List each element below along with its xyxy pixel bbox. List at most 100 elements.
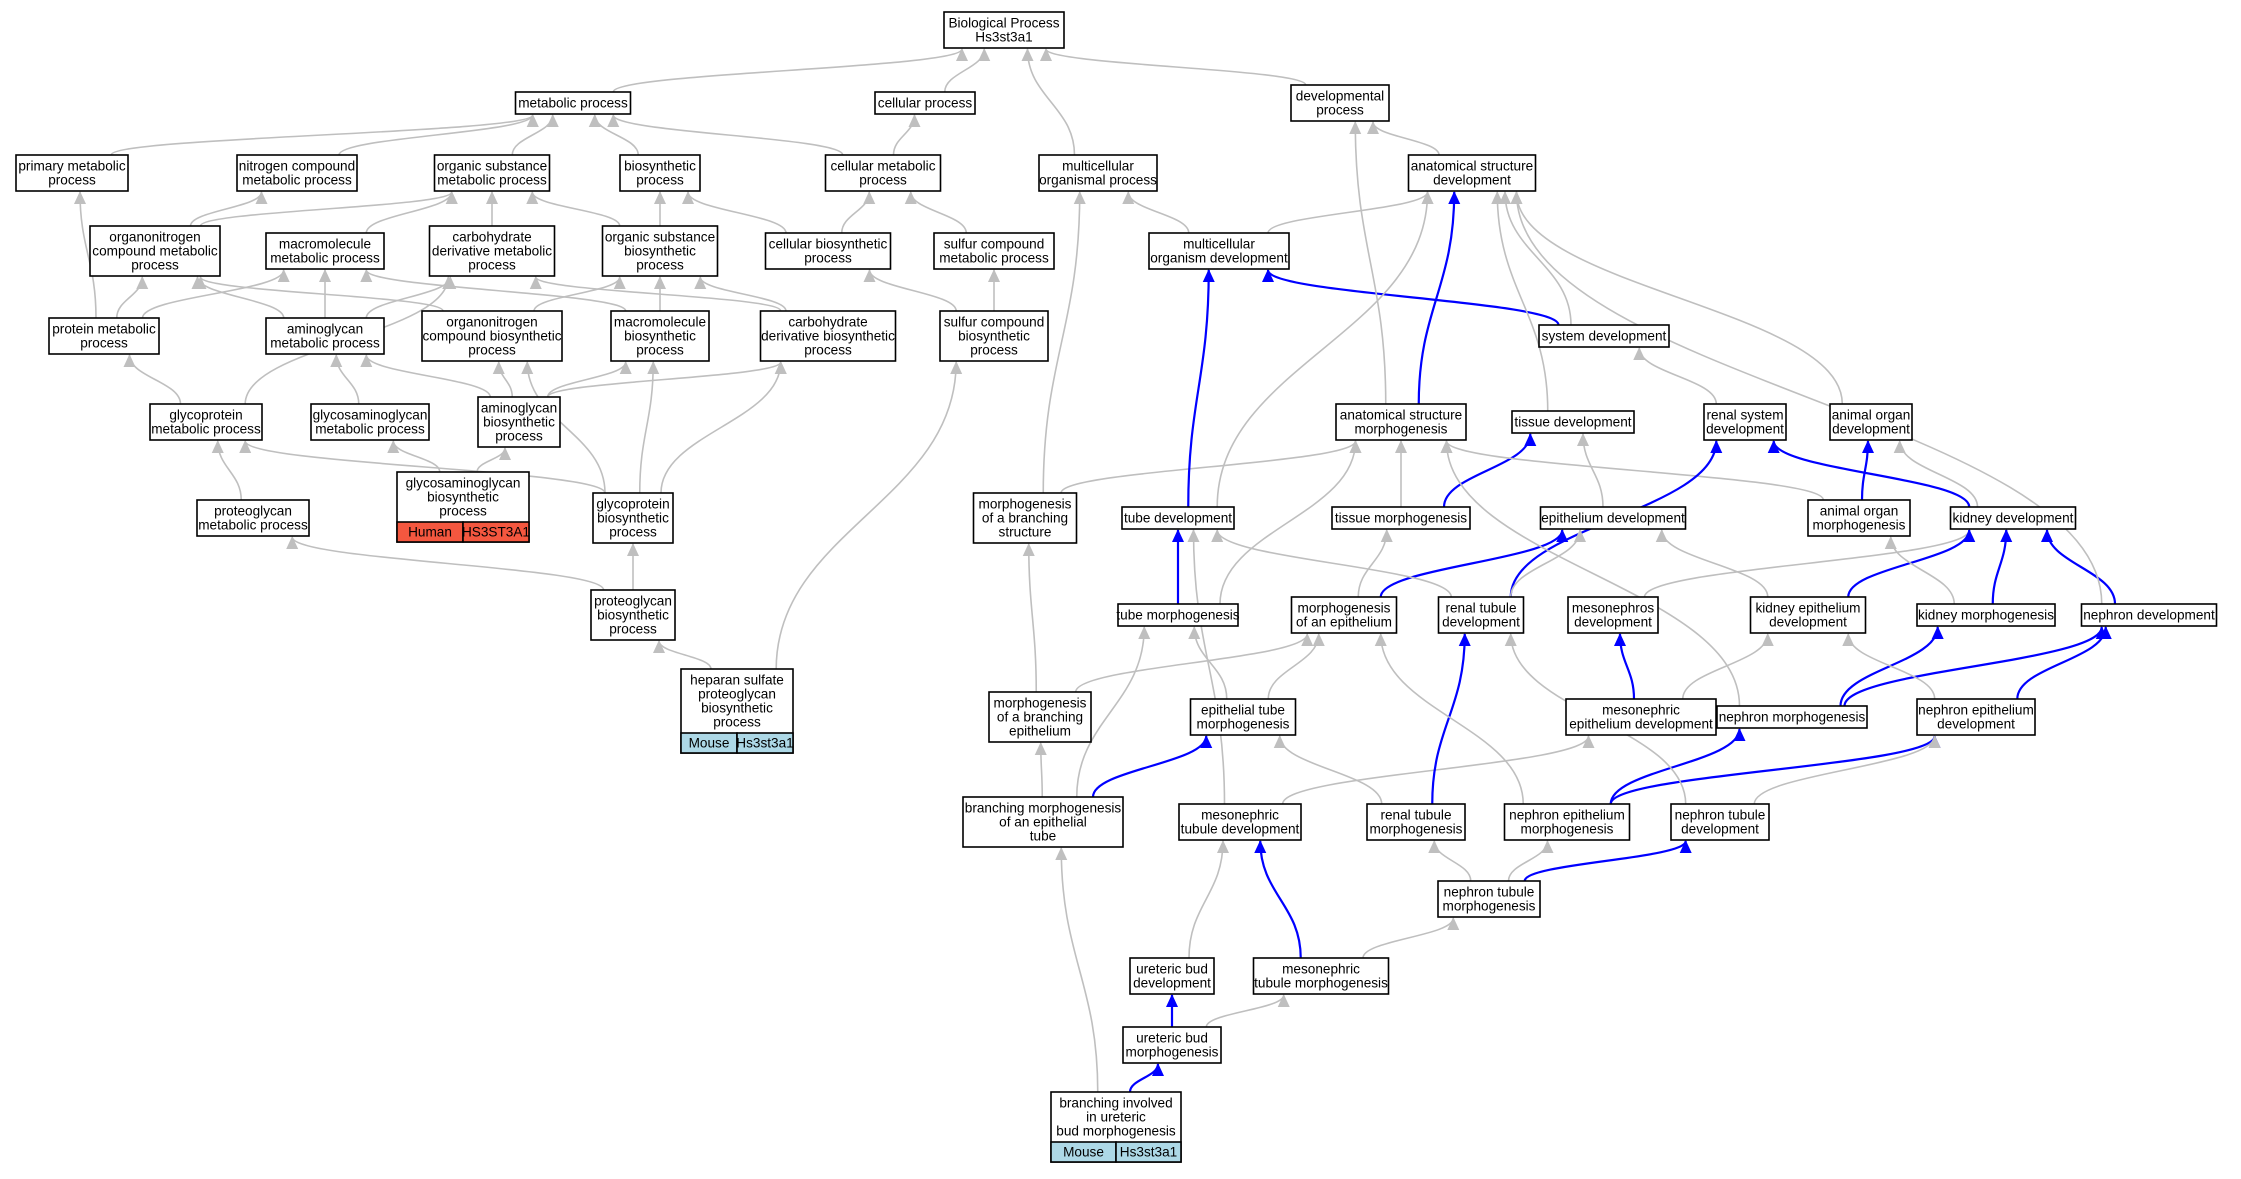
node-box [1121, 506, 1235, 530]
edge-gray-arrow [840, 191, 876, 234]
node-label-line: biosynthetic [624, 244, 696, 259]
node-box [15, 154, 129, 192]
edge-gray-arrow [1219, 440, 1362, 605]
node-box [196, 499, 310, 537]
node-box [2080, 603, 2218, 627]
node-label-line: multicellular [1062, 159, 1134, 174]
edge-gray-arrow [110, 114, 539, 156]
node-label-line: animal organ [1820, 504, 1899, 519]
node-label-line: ureteric bud [1136, 1031, 1208, 1046]
node-label-line: biosynthetic [597, 511, 669, 526]
node-label-line: compound biosynthetic [422, 329, 561, 344]
cell-label: Hs3st3a1 [736, 736, 793, 751]
node-label-line: metabolic process [270, 336, 380, 351]
node-label-line: process [859, 173, 907, 188]
node-label-line: biosynthetic [958, 329, 1030, 344]
edge-gray-arrow [123, 354, 182, 405]
cell-label: HS3ST3A1 [462, 525, 530, 540]
cell-label: Mouse [1063, 1145, 1104, 1160]
edge-blue-arrow [1843, 626, 2108, 707]
go-term-node: kidney development [1949, 506, 2077, 530]
node-label-line: biosynthetic [483, 415, 555, 430]
node-box [1567, 596, 1659, 634]
edge-blue-arrow [1614, 633, 1636, 700]
node-label-line: Hs3st3a1 [975, 30, 1032, 45]
node-box [1331, 506, 1471, 530]
edge-gray-arrow [1267, 191, 1434, 234]
node-label-line: aminoglycan [287, 322, 363, 337]
edge-gray-arrow [638, 361, 660, 494]
node-box [1437, 596, 1525, 634]
node-label-line: multicellular [1183, 237, 1255, 252]
edge-gray-arrow [653, 640, 712, 670]
edge-gray-arrow [660, 361, 787, 494]
edge-gray-arrow [694, 276, 787, 312]
node-label-line: anatomical structure [1411, 159, 1533, 174]
cell-label: Human [408, 525, 452, 540]
node-box [89, 225, 221, 277]
edge-gray-arrow [521, 361, 606, 494]
go-term-node: tissue development [1511, 410, 1635, 434]
edge-gray-arrow [1577, 433, 1604, 508]
node-label-line: branching morphogenesis [965, 801, 1122, 816]
edge-gray-arrow [1034, 742, 1047, 798]
species-gene-cell: Human [396, 521, 464, 543]
node-label-line: kidney morphogenesis [1918, 608, 2054, 623]
go-term-node: nephron development [2080, 603, 2218, 627]
node-label-line: morphogenesis [1298, 601, 1391, 616]
node-label-line: of an epithelial [999, 815, 1087, 830]
node-label-line: nephron development [2083, 608, 2215, 623]
edge-blue-arrow [1847, 529, 1976, 598]
node-label-line: morphogenesis [1355, 422, 1448, 437]
node-box [1407, 154, 1537, 192]
node-box [1335, 403, 1467, 441]
node-box [943, 11, 1065, 49]
edge-gray-arrow [1074, 633, 1314, 693]
node-label-line: macromolecule [279, 237, 371, 252]
species-gene-cell: Mouse [680, 732, 738, 754]
node-label-line: nephron tubule [1675, 808, 1766, 823]
node-label-line: mesonephric [1201, 808, 1279, 823]
edge-gray-arrow [892, 114, 921, 156]
node-label-line: morphogenesis [979, 497, 1072, 512]
node-label-line: derivative metabolic [432, 244, 552, 259]
node-label-line: cellular metabolic [830, 159, 935, 174]
node-box [236, 154, 358, 192]
node-label-line: morphogenesis [1443, 899, 1536, 914]
edge-gray-arrow [1893, 440, 1979, 508]
edge-blue-arrow [1839, 626, 1944, 707]
edge-blue-arrow [1128, 1063, 1164, 1093]
node-label-line: process [970, 343, 1018, 358]
go-term-node: tube development [1121, 506, 1235, 530]
node-label-line: macromolecule [614, 315, 706, 330]
node-label-line: derivative biosynthetic [761, 329, 895, 344]
species-gene-cell: Hs3st3a1 [736, 732, 794, 754]
node-label-line: tissue morphogenesis [1335, 511, 1467, 526]
node-label-line: metabolic process [939, 251, 1049, 266]
edge-blue-arrow [2041, 529, 2117, 605]
go-term-node: heparan sulfateproteoglycanbiosyntheticp… [680, 668, 794, 754]
node-label-line: nephron epithelium [1509, 808, 1625, 823]
node-label-line: kidney development [1953, 511, 2074, 526]
edge-gray-arrow [191, 276, 285, 319]
edge-gray-arrow [1507, 840, 1554, 882]
node-label-line: metabolic process [242, 173, 352, 188]
edge-gray-arrow [365, 191, 458, 234]
edge-layer [74, 48, 2117, 1093]
node-label-line: development [1574, 615, 1652, 630]
